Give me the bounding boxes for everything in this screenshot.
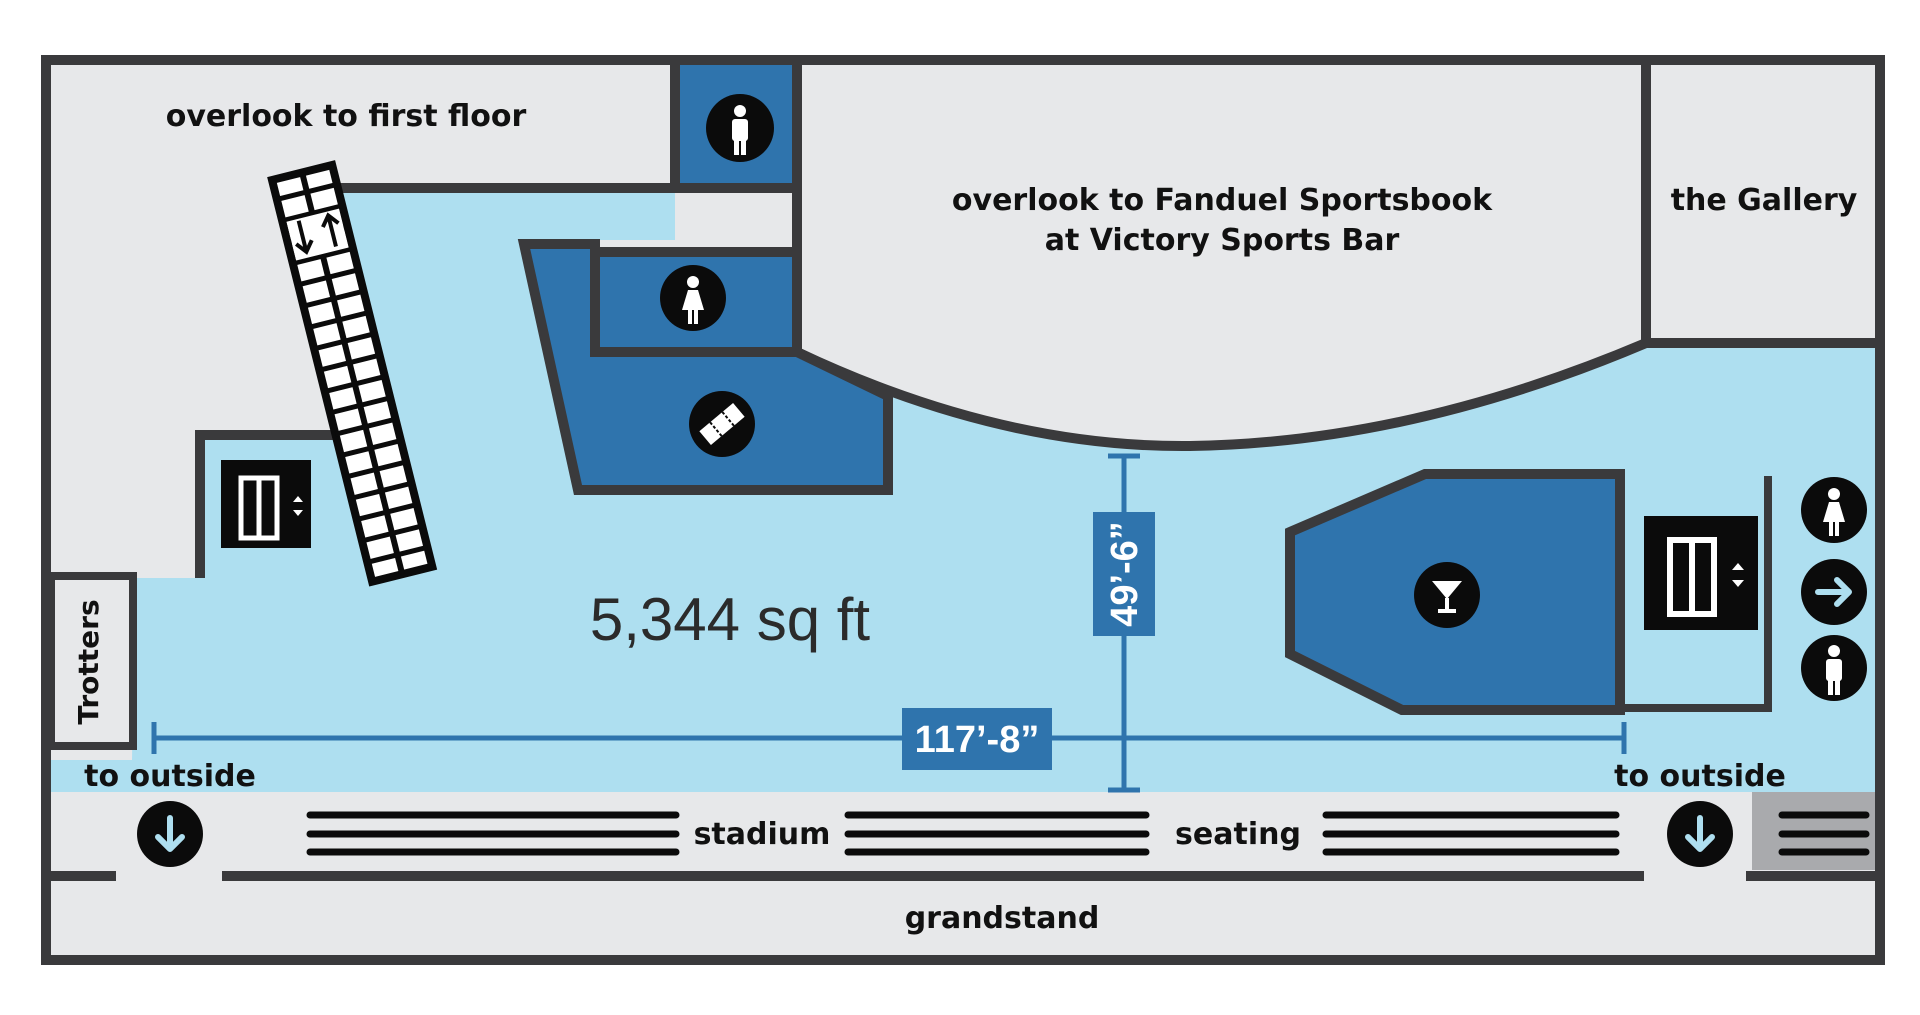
depth-dimension-box xyxy=(1093,512,1155,636)
outer-frame xyxy=(41,55,1885,965)
overlook-first-label: overlook to first floor xyxy=(166,99,527,134)
elevator-icon xyxy=(221,460,311,548)
cocktail-icon xyxy=(1414,562,1480,628)
elevator-icon xyxy=(1644,516,1758,630)
gallery-room xyxy=(1641,55,1885,348)
left-inner-wall xyxy=(195,430,338,578)
arrow-down-icon xyxy=(1667,801,1733,867)
depth-dimension: 49’-6” xyxy=(1104,521,1146,627)
width-dimension-box xyxy=(902,708,1052,770)
women-restroom-icon xyxy=(1801,477,1867,543)
sportsbook-overlook xyxy=(792,55,1651,452)
overlook-sportsbook-label-2: at Victory Sports Bar xyxy=(1045,223,1400,258)
seating-label: seating xyxy=(1175,817,1301,852)
women-restroom-icon xyxy=(660,265,726,331)
stadium-label: stadium xyxy=(694,817,831,852)
arrow-down-icon xyxy=(137,801,203,867)
to-outside-left-label: to outside xyxy=(84,759,256,794)
gallery-label: the Gallery xyxy=(1671,183,1858,218)
seating-lines xyxy=(306,811,1870,856)
trotters-label: Trotters xyxy=(72,599,105,724)
ticket-icon xyxy=(689,391,755,457)
grandstand-label: grandstand xyxy=(905,901,1100,936)
area-label: 5,344 sq ft xyxy=(590,586,871,653)
trotters-room xyxy=(47,572,137,750)
right-corridor-wall xyxy=(1620,476,1772,712)
grandstand xyxy=(46,880,1880,960)
width-dimension: 117’-8” xyxy=(915,719,1040,761)
arrow-right-icon xyxy=(1801,559,1867,625)
escalator-icon xyxy=(267,160,438,587)
men-restroom-icon xyxy=(706,94,774,162)
to-outside-right-label: to outside xyxy=(1614,759,1786,794)
men-restroom-icon xyxy=(1801,635,1867,701)
overlook-sportsbook-label-1: overlook to Fanduel Sportsbook xyxy=(952,183,1493,218)
